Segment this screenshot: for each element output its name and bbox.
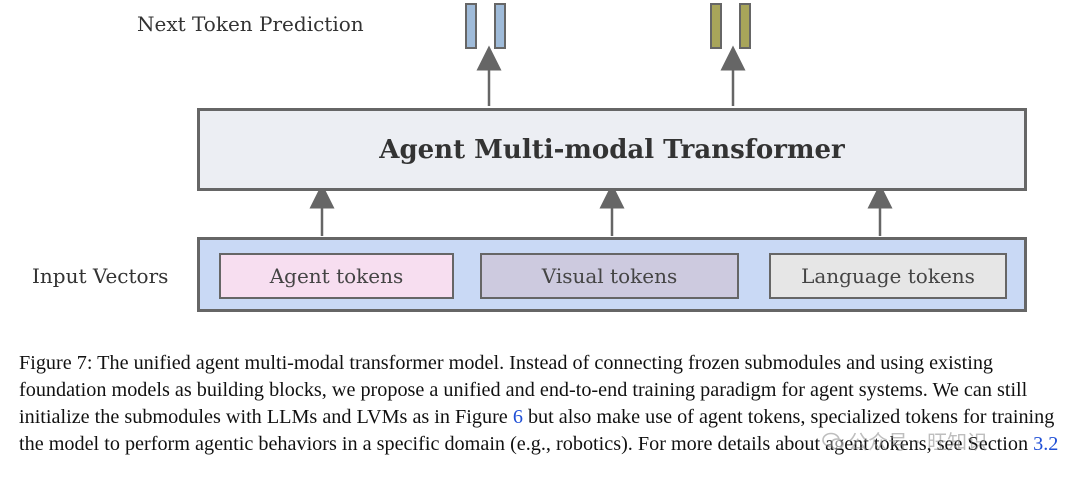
transformer-label: Agent Multi-modal Transformer — [379, 134, 845, 165]
input-vectors-label: Input Vectors — [32, 264, 169, 288]
output-token-blue-1 — [465, 3, 477, 49]
visual-tokens-label: Visual tokens — [541, 264, 678, 288]
output-token-olive-1 — [710, 3, 722, 49]
transformer-block: Agent Multi-modal Transformer — [197, 108, 1027, 191]
figure-caption: Figure 7: The unified agent multi-modal … — [19, 350, 1067, 458]
caption-text-1: Figure 7: The unified agent multi-modal … — [19, 352, 1028, 428]
caption-text-2: but also make use of agent tokens, speci… — [19, 406, 1055, 455]
language-tokens-box: Language tokens — [769, 253, 1007, 299]
language-tokens-label: Language tokens — [801, 264, 975, 288]
agent-tokens-box: Agent tokens — [219, 253, 454, 299]
visual-tokens-box: Visual tokens — [480, 253, 739, 299]
output-label: Next Token Prediction — [137, 12, 364, 36]
figure-ref-link[interactable]: 6 — [512, 406, 523, 428]
agent-tokens-label: Agent tokens — [269, 264, 404, 288]
section-ref-link[interactable]: 3.2 — [1033, 433, 1059, 455]
